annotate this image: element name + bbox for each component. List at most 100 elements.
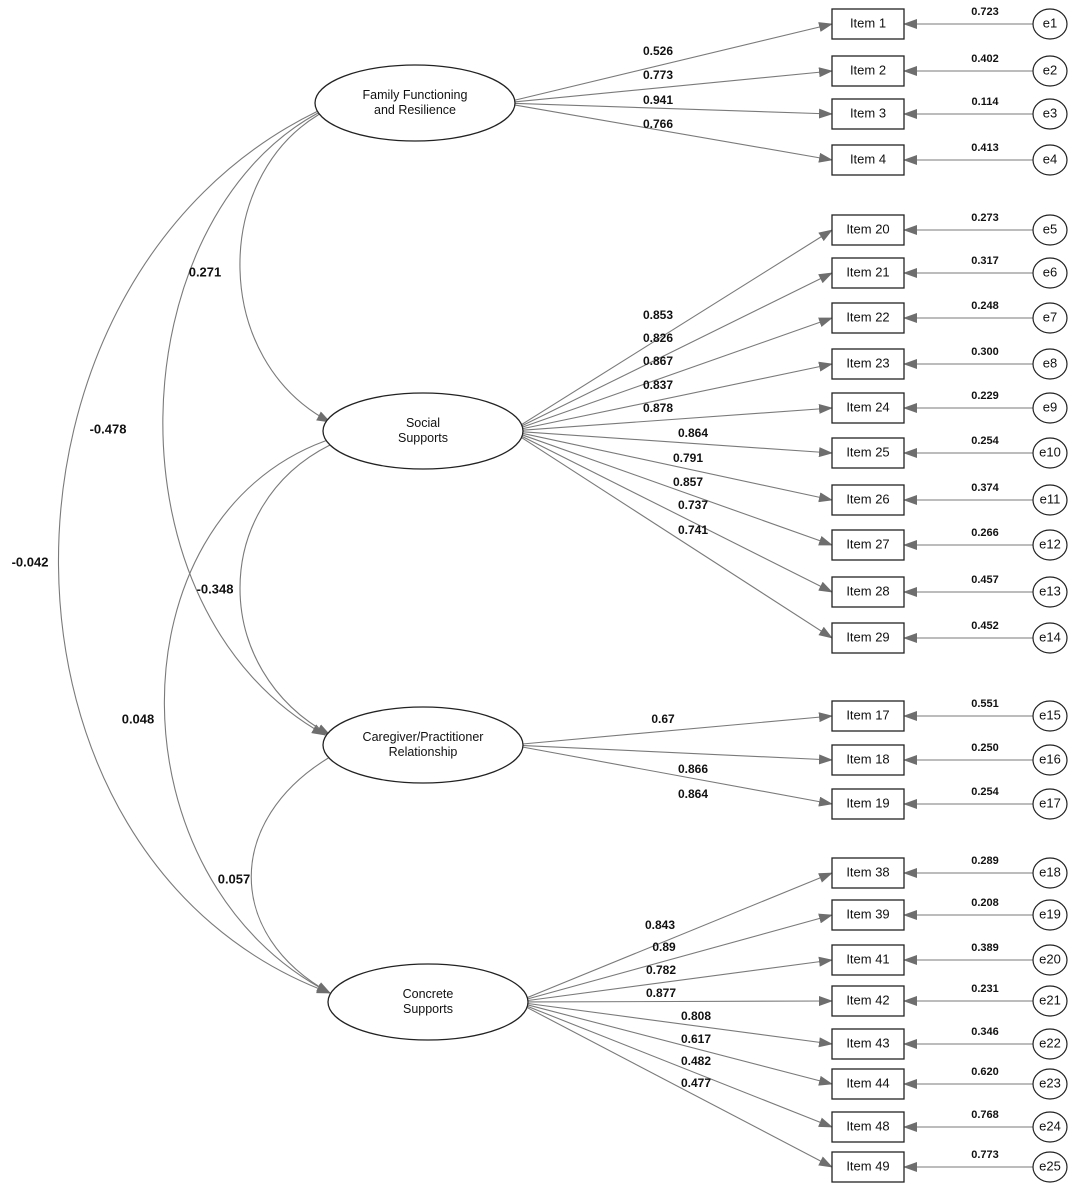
error-term-circle bbox=[1032, 1028, 1068, 1060]
error-variance-label: 0.773 bbox=[971, 1149, 999, 1161]
loading-label: 0.853 bbox=[643, 308, 673, 322]
loading-label: 0.526 bbox=[643, 44, 673, 58]
latent-factor-ellipse bbox=[322, 706, 524, 784]
loading-arrow bbox=[520, 435, 833, 593]
item-label: Item 27 bbox=[846, 536, 889, 551]
observed-item-box bbox=[831, 576, 905, 608]
observed-item-box bbox=[831, 788, 905, 820]
observed-item-box bbox=[831, 1068, 905, 1100]
error-term-label: e17 bbox=[1039, 795, 1061, 810]
error-term-circle bbox=[1032, 944, 1068, 976]
item-label: Item 38 bbox=[846, 864, 889, 879]
latent-factor-ellipse bbox=[322, 392, 524, 470]
error-variance-label: 0.300 bbox=[971, 346, 999, 358]
error-term-label: e3 bbox=[1043, 105, 1057, 120]
observed-item-box bbox=[831, 144, 905, 176]
observed-item-box bbox=[831, 348, 905, 380]
correlation-arrow-f1-f4 bbox=[58, 100, 332, 994]
loading-label: 0.864 bbox=[678, 426, 708, 440]
correlation-arrow-f1-f2 bbox=[239, 103, 332, 423]
latent-factor-ellipse bbox=[327, 963, 529, 1041]
error-term-circle bbox=[1032, 1068, 1068, 1100]
error-term-label: e21 bbox=[1039, 992, 1061, 1007]
item-label: Item 28 bbox=[846, 583, 889, 598]
error-variance-label: 0.254 bbox=[971, 786, 999, 798]
loading-layer bbox=[512, 22, 833, 1168]
error-term-circle bbox=[1032, 348, 1068, 380]
correlation-label: -0.042 bbox=[12, 554, 49, 569]
loading-arrow bbox=[525, 1002, 833, 1048]
item-label: Item 2 bbox=[850, 62, 886, 77]
loading-arrow bbox=[520, 431, 833, 458]
error-variance-label: 0.374 bbox=[971, 482, 999, 494]
error-term-circle bbox=[1032, 899, 1068, 931]
observed-item-box bbox=[831, 1111, 905, 1143]
correlation-arrow-f1-f3 bbox=[162, 102, 332, 736]
factor-label: Family Functioning bbox=[363, 88, 468, 102]
error-term-circle bbox=[1032, 437, 1068, 469]
item-label: Item 19 bbox=[846, 795, 889, 810]
shape-layer bbox=[314, 8, 1068, 1183]
latent-factor-ellipse bbox=[314, 64, 516, 142]
error-term-circle bbox=[1032, 1151, 1068, 1183]
correlation-label: 0.057 bbox=[218, 871, 251, 886]
item-label: Item 48 bbox=[846, 1118, 889, 1133]
loading-arrow bbox=[525, 996, 833, 1007]
error-term-label: e8 bbox=[1043, 355, 1057, 370]
loading-arrow bbox=[512, 104, 833, 163]
error-term-label: e5 bbox=[1043, 221, 1057, 236]
observed-item-box bbox=[831, 302, 905, 334]
error-variance-label: 0.389 bbox=[971, 942, 999, 954]
loading-label: 0.808 bbox=[681, 1009, 711, 1023]
error-term-label: e20 bbox=[1039, 951, 1061, 966]
error-variance-label: 0.208 bbox=[971, 897, 999, 909]
item-label: Item 39 bbox=[846, 906, 889, 921]
error-variance-label: 0.452 bbox=[971, 620, 999, 632]
error-term-label: e12 bbox=[1039, 536, 1061, 551]
observed-item-box bbox=[831, 1028, 905, 1060]
error-variance-label: 0.551 bbox=[971, 698, 999, 710]
observed-item-box bbox=[831, 392, 905, 424]
error-term-label: e10 bbox=[1039, 444, 1061, 459]
loading-label: 0.737 bbox=[678, 498, 708, 512]
loading-arrow bbox=[520, 744, 833, 765]
error-term-circle bbox=[1032, 857, 1068, 889]
error-variance-label: 0.229 bbox=[971, 390, 999, 402]
error-variance-label: 0.289 bbox=[971, 855, 999, 867]
error-term-label: e24 bbox=[1039, 1118, 1061, 1133]
loading-arrow bbox=[520, 229, 833, 426]
item-label: Item 4 bbox=[850, 151, 886, 166]
error-term-label: e13 bbox=[1039, 583, 1061, 598]
factor-label: Concrete bbox=[403, 987, 454, 1001]
error-variance-label: 0.266 bbox=[971, 527, 999, 539]
loading-label: 0.477 bbox=[681, 1076, 711, 1090]
factor-label: Social bbox=[406, 416, 440, 430]
observed-item-box bbox=[831, 899, 905, 931]
error-term-circle bbox=[1032, 484, 1068, 516]
error-term-label: e23 bbox=[1039, 1075, 1061, 1090]
error-term-label: e2 bbox=[1043, 62, 1057, 77]
error-layer bbox=[903, 19, 1033, 1172]
factor-label: and Resilience bbox=[374, 103, 456, 117]
error-term-label: e1 bbox=[1043, 15, 1057, 30]
error-term-circle bbox=[1032, 622, 1068, 654]
error-term-circle bbox=[1032, 985, 1068, 1017]
correlation-label: 0.048 bbox=[122, 711, 155, 726]
error-variance-label: 0.620 bbox=[971, 1066, 999, 1078]
item-label: Item 25 bbox=[846, 444, 889, 459]
loading-label: 0.864 bbox=[678, 787, 708, 801]
correlation-arrow-f2-f3 bbox=[239, 434, 344, 736]
loading-label: 0.878 bbox=[643, 401, 673, 415]
observed-item-box bbox=[831, 944, 905, 976]
observed-item-box bbox=[831, 700, 905, 732]
item-label: Item 1 bbox=[850, 15, 886, 30]
loading-label: 0.617 bbox=[681, 1032, 711, 1046]
loading-label: 0.782 bbox=[646, 963, 676, 977]
error-term-circle bbox=[1032, 144, 1068, 176]
loading-arrow bbox=[525, 1006, 833, 1168]
error-term-circle bbox=[1032, 98, 1068, 130]
error-variance-label: 0.457 bbox=[971, 574, 999, 586]
item-label: Item 3 bbox=[850, 105, 886, 120]
error-term-label: e15 bbox=[1039, 707, 1061, 722]
